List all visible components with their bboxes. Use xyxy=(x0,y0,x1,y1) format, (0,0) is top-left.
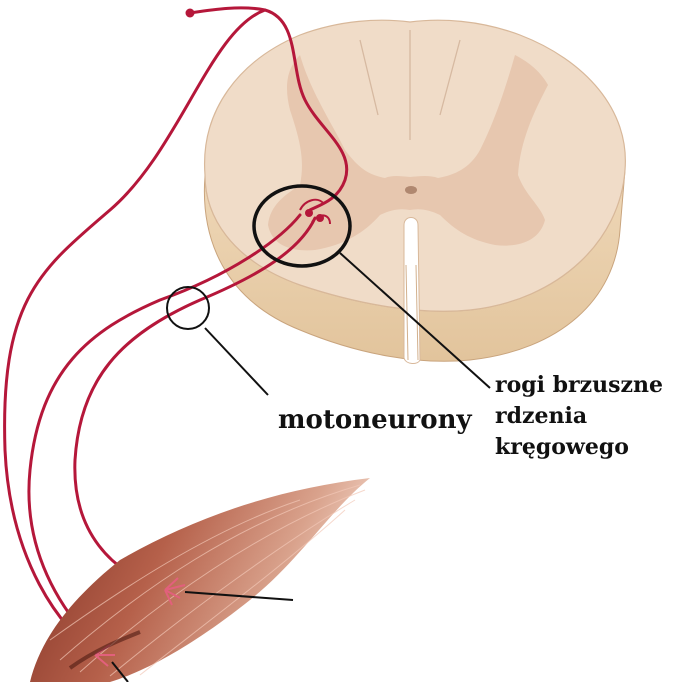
neuromuscular-junction-1 xyxy=(164,577,186,606)
motoneuron-leader-line xyxy=(204,327,269,396)
nerve-fiber-outer xyxy=(3,8,267,657)
motor-axon-1 xyxy=(27,213,302,652)
junction-leader-line-2 xyxy=(111,661,129,682)
muscle-fiber-lines xyxy=(49,484,366,677)
skeletal-muscle xyxy=(30,478,370,682)
label-motoneurons: motoneurony xyxy=(278,405,472,435)
motor-nerve-fibers xyxy=(3,6,349,657)
neuron-dendrites xyxy=(299,198,331,225)
neuron-soma-1 xyxy=(305,209,313,217)
nerve-fiber-long xyxy=(188,6,349,212)
motor-axon-2 xyxy=(73,216,317,592)
motoneuron-highlight-circle xyxy=(166,286,210,330)
muscle-belly xyxy=(30,478,370,682)
sensory-endpoint-dot xyxy=(185,8,195,18)
ventral-horn-leader-line xyxy=(339,252,491,389)
central-canal xyxy=(405,186,417,194)
label-ventral-horns-line2: rdzenia xyxy=(495,403,587,429)
ventral-horn-highlight-circle xyxy=(252,184,352,268)
annotations xyxy=(111,184,491,682)
dorsal-septum-lines xyxy=(359,30,461,140)
junction-leader-line-1 xyxy=(184,591,294,601)
spinal-cord-section xyxy=(203,19,626,364)
muscle-dark-groove xyxy=(68,630,141,670)
label-ventral-horns-line3: kręgowego xyxy=(495,434,629,460)
label-ventral-horns-line1: rogi brzuszne xyxy=(495,372,663,398)
anterior-median-fissure xyxy=(403,217,421,364)
motoneuron-somas xyxy=(185,8,331,225)
